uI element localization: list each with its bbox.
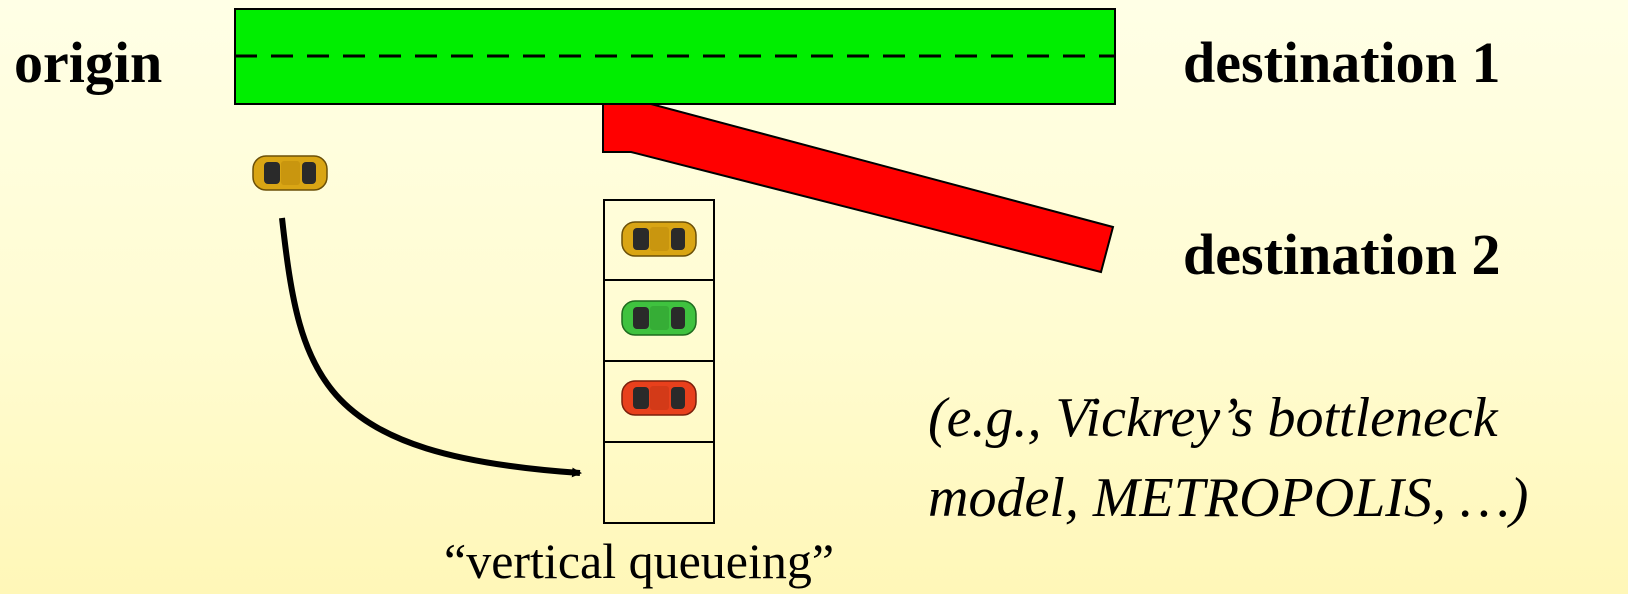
car-yellow-approaching — [252, 155, 328, 191]
destination-2-label: destination 2 — [1183, 222, 1501, 287]
car-green-queued — [621, 300, 697, 336]
queue-entry-arrow — [279, 217, 582, 478]
destination-1-label: destination 1 — [1183, 30, 1501, 95]
queue-caption: “vertical queueing” — [444, 533, 835, 589]
model-note-line-1: (e.g., Vickrey’s bottleneck — [928, 387, 1498, 449]
vertical-queue — [603, 199, 715, 524]
queue-slot-empty — [603, 441, 715, 524]
car-red-queued — [621, 380, 697, 416]
model-note-line-2: model, METROPOLIS, …) — [928, 467, 1529, 529]
branch-road — [602, 103, 1115, 274]
origin-label: origin — [14, 30, 163, 95]
car-yellow-queued — [621, 221, 697, 257]
